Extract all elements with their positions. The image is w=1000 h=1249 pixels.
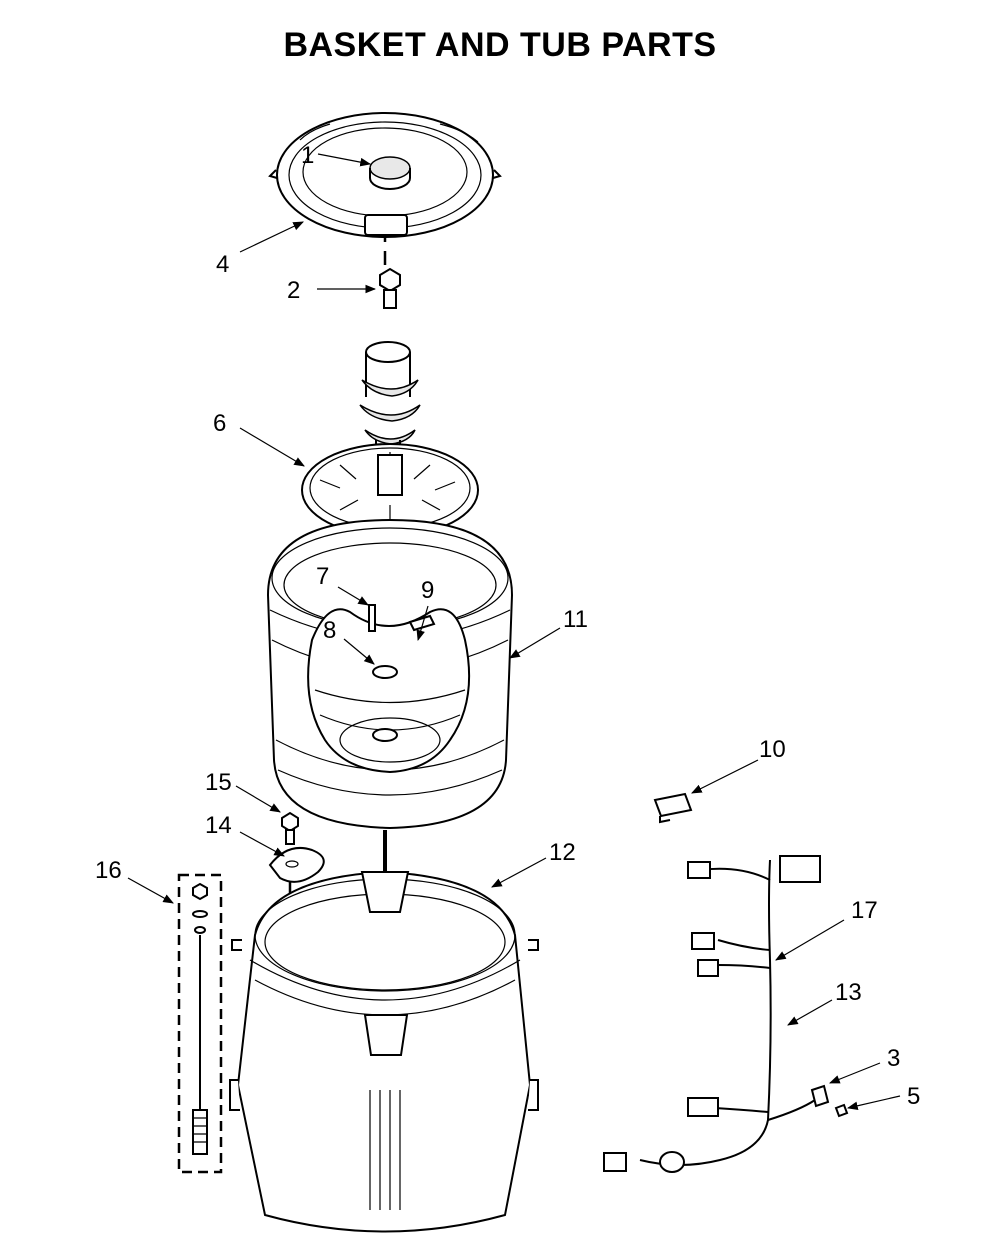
tub-part [229, 870, 539, 1233]
leader-5 [846, 1095, 901, 1111]
page-title: BASKET AND TUB PARTS [283, 26, 717, 64]
leader-14 [239, 831, 285, 857]
bolt-part [379, 267, 401, 309]
callout-12: 12 [549, 839, 576, 866]
suspension-rod-kit-part [177, 873, 223, 1174]
agitator-auger [359, 341, 421, 480]
basket-part [266, 518, 514, 830]
callout-16: 16 [95, 857, 122, 884]
leader-11 [509, 627, 561, 659]
callout-9: 9 [421, 577, 434, 604]
tub-bolt-part [281, 811, 299, 845]
leader-arrows [127, 153, 901, 1111]
wire-harness-part [603, 855, 849, 1173]
leader-10 [691, 759, 759, 794]
leader-17 [775, 919, 845, 961]
clip-part [653, 792, 693, 824]
callout-labels: 1 2 3 4 5 6 7 8 9 10 11 12 13 14 15 16 1… [95, 142, 920, 1110]
callout-6: 6 [213, 410, 226, 437]
callout-14: 14 [205, 812, 232, 839]
callout-10: 10 [759, 736, 786, 763]
leader-15 [235, 785, 281, 813]
callout-15: 15 [205, 769, 232, 796]
leader-6 [239, 427, 305, 467]
impeller-plate-part [301, 443, 479, 537]
agitator-cap-part [369, 156, 411, 190]
callout-2: 2 [287, 277, 300, 304]
callout-5: 5 [907, 1083, 920, 1110]
leader-12 [491, 857, 547, 888]
callout-4: 4 [216, 251, 229, 278]
callout-13: 13 [835, 979, 862, 1006]
leader-16 [127, 877, 174, 904]
callout-11: 11 [563, 606, 588, 633]
callout-3: 3 [887, 1045, 900, 1072]
callout-8: 8 [323, 617, 336, 644]
leader-8 [343, 638, 375, 665]
leader-4 [239, 221, 304, 253]
callout-17: 17 [851, 897, 878, 924]
leader-13 [787, 999, 833, 1026]
leader-1 [317, 153, 372, 167]
leader-9 [416, 605, 429, 642]
callout-1: 1 [301, 142, 314, 169]
leader-7 [337, 586, 369, 606]
leader-3 [828, 1062, 881, 1084]
callout-7: 7 [316, 563, 329, 590]
